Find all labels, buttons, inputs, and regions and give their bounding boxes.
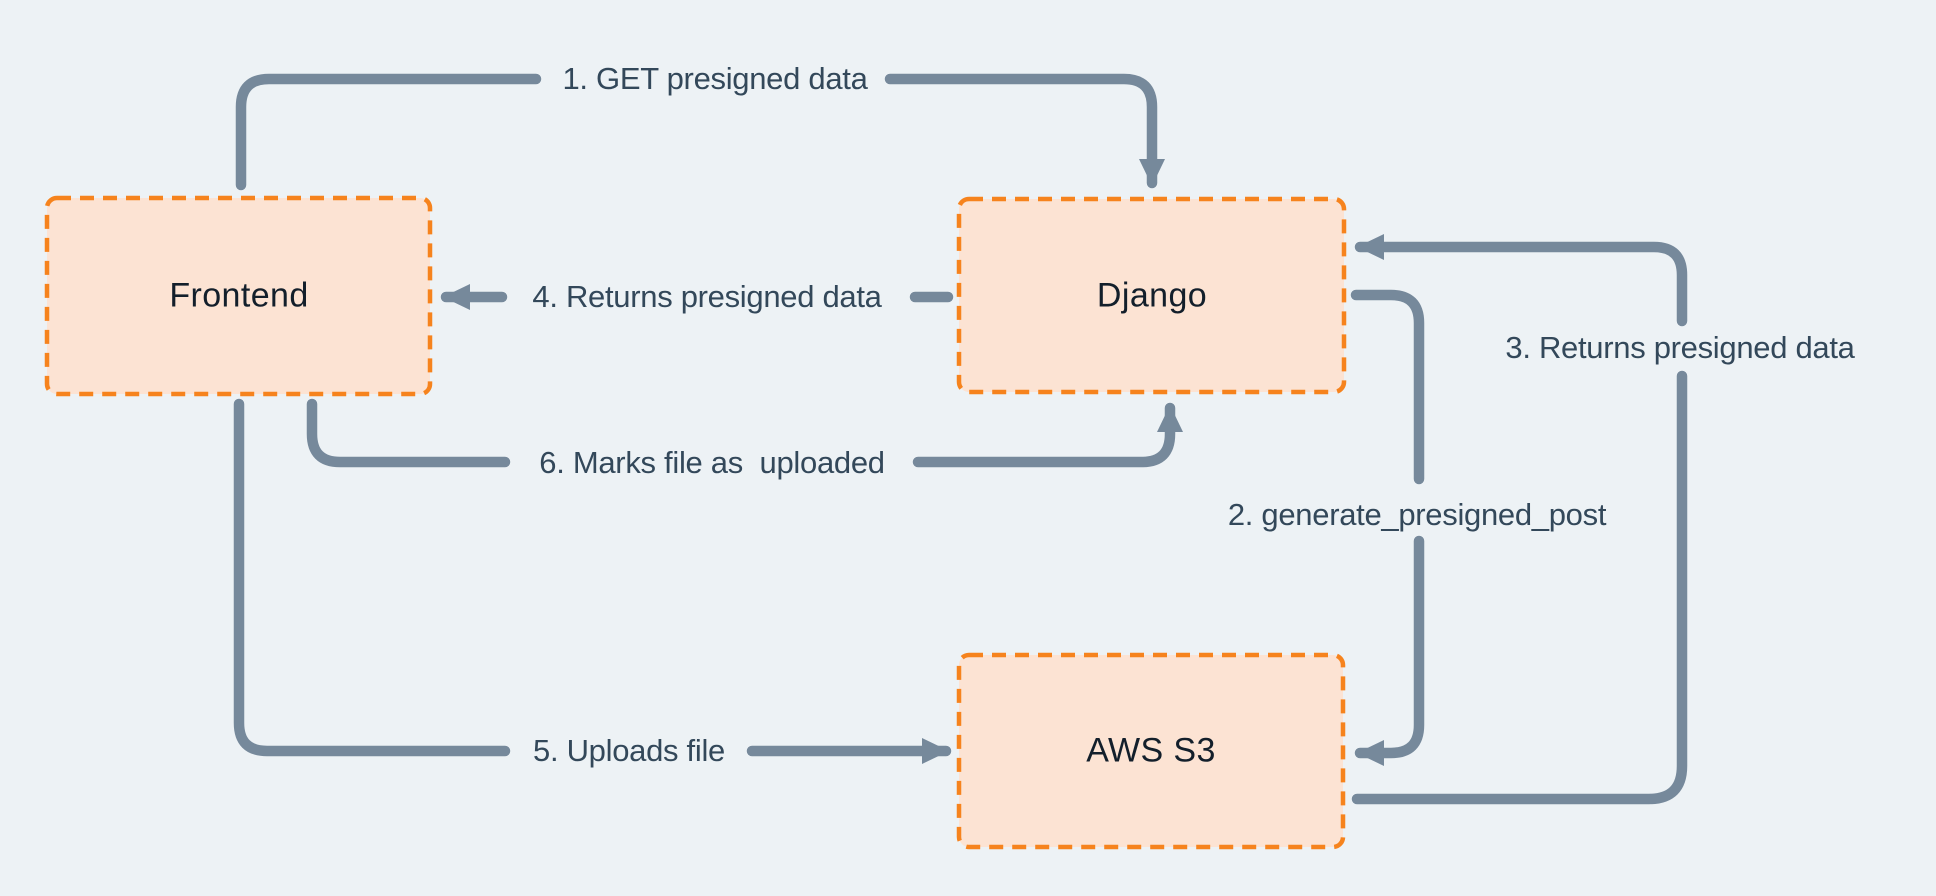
edge-label-1-get-presigned-data: 1. GET presigned data: [562, 61, 868, 96]
edge-3-line-start: [1351, 370, 1688, 805]
edge-1-line-start: [235, 73, 542, 191]
edge-label-2-generate-presigned-post: 2. generate_presigned_post: [1227, 497, 1607, 532]
edge-2-line-start: [1350, 289, 1425, 485]
node-label-frontend: Frontend: [169, 276, 309, 315]
edge-label-6-marks-file-as-uploaded: 6. Marks file as uploaded: [539, 445, 885, 480]
edge-5-line-start: [233, 398, 511, 757]
django-node-box: [956, 196, 1347, 395]
aws-s3-node-box: [956, 652, 1346, 850]
node-label-aws-s3: AWS S3: [1086, 731, 1216, 770]
edge-6-line-end-arrow: [912, 402, 1183, 468]
edge-2-line-end-arrow: [1354, 535, 1425, 766]
edge-3-line-end-arrow: [1354, 234, 1688, 327]
edge-6-line-start: [306, 398, 511, 468]
edge-1-line-end-arrow: [884, 73, 1165, 189]
frontend-node-box: [44, 195, 433, 397]
edge-label-4-returns-presigned-data: 4. Returns presigned data: [532, 279, 882, 314]
edge-label-3-returns-presigned-data: 3. Returns presigned data: [1505, 330, 1855, 365]
node-label-django: Django: [1096, 276, 1208, 315]
edge-label-5-uploads-file: 5. Uploads file: [533, 733, 725, 768]
